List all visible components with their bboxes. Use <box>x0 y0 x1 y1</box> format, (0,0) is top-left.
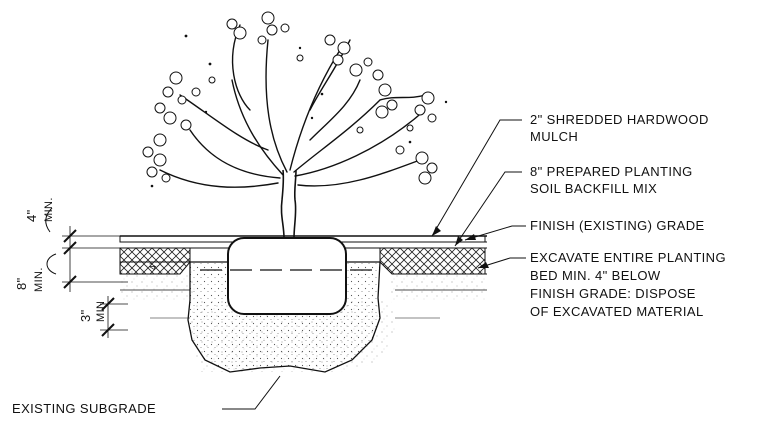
dim-inner-value: 4" <box>148 261 158 270</box>
leader-grade <box>464 225 526 241</box>
dim-top-unit: MIN. <box>43 197 55 222</box>
dim-bottom: 3" <box>78 309 93 322</box>
dim-top-value: 4" <box>24 209 39 222</box>
tree-foliage <box>142 11 438 185</box>
dim-top-unit-grp: MIN. <box>43 197 55 222</box>
leader-mulch <box>431 119 522 237</box>
leader-subgrade <box>222 375 281 410</box>
callout-excavate-line2: BED MIN. 4" BELOW <box>530 268 661 283</box>
callout-grade: FINISH (EXISTING) GRADE <box>530 218 705 233</box>
callout-mulch-line1: 2" SHREDDED HARDWOOD <box>530 112 709 127</box>
tree-trunk <box>280 169 297 239</box>
tree-branches <box>159 24 426 188</box>
dim-mid-unit-grp: MIN. <box>33 267 45 292</box>
leader-excavate <box>477 257 526 269</box>
callout-excavate-line3: FINISH GRADE: DISPOSE <box>530 286 696 301</box>
callout-excavate-line1: EXCAVATE ENTIRE PLANTING <box>530 250 726 265</box>
dimension-marks <box>45 207 128 338</box>
dim-bottom-value: 3" <box>78 309 93 322</box>
leader-soil <box>454 171 522 247</box>
foliage-dots <box>150 34 448 188</box>
dim-inner: 4" <box>148 261 158 270</box>
callout-excavate-line4: OF EXCAVATED MATERIAL <box>530 304 704 319</box>
dim-bottom-unit-grp: MIN <box>95 301 107 322</box>
callout-subgrade: EXISTING SUBGRADE <box>12 401 156 416</box>
dim-mid-unit: MIN. <box>33 267 45 292</box>
root-ball <box>227 237 347 315</box>
leader-arrows <box>432 226 489 268</box>
callout-soil-line1: 8" PREPARED PLANTING <box>530 164 693 179</box>
excavated-bed-right <box>379 247 486 275</box>
dim-top: 4" <box>24 209 39 222</box>
callout-leaders <box>222 119 526 410</box>
dim-mid: 8" <box>14 277 29 290</box>
dim-bottom-unit: MIN <box>95 301 107 322</box>
callout-soil-line2: SOIL BACKFILL MIX <box>530 181 657 196</box>
dim-mid-value: 8" <box>14 277 29 290</box>
callout-mulch-line2: MULCH <box>530 129 578 144</box>
